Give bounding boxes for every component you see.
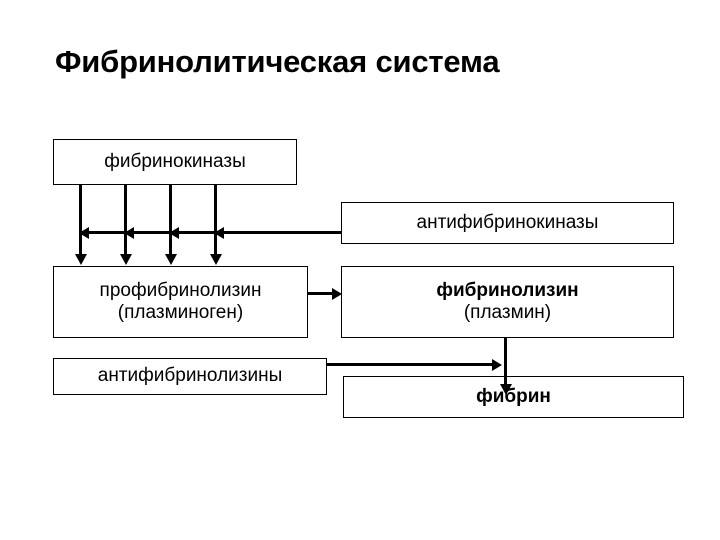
connector-antifibrinolysins-right <box>326 363 494 366</box>
connector-antifibrinokinases-left <box>80 231 341 234</box>
arrowhead-fibrinokinases-down-4 <box>209 254 222 265</box>
page-title: Фибринолитическая система <box>55 44 500 79</box>
connector-fibrinokinases-down-2 <box>124 185 127 256</box>
arrowhead-antifibrinokinases-left-1 <box>79 226 89 239</box>
connector-fibrinolysin-to-fibrin <box>504 338 507 386</box>
box-fibrinokinases[interactable]: фибринокиназы <box>53 139 297 185</box>
box-antifibrinolysins-label: антифибринолизины <box>97 365 283 387</box>
box-fibrinolysin-line1: фибринолизин <box>436 279 579 301</box>
connector-profibrinolysin-to-fibrinolysin <box>308 292 334 295</box>
box-antifibrinokinases[interactable]: антифибринокиназы <box>341 202 674 244</box>
box-profibrinolysin[interactable]: профибринолизин (плазминоген) <box>53 266 308 338</box>
arrowhead-antifibrinokinases-left-3 <box>169 226 179 239</box>
box-antifibrinolysins[interactable]: антифибринолизины <box>53 358 327 395</box>
arrowhead-antifibrinolysins-right <box>492 358 502 371</box>
arrowhead-profibrinolysin-to-fibrinolysin <box>332 287 342 300</box>
box-fibrinolysin-line2: (плазмин) <box>463 302 552 323</box>
arrowhead-antifibrinokinases-left-4 <box>214 226 224 239</box>
arrowhead-fibrinokinases-down-3 <box>164 254 177 265</box>
box-fibrin[interactable]: фибрин <box>343 376 684 418</box>
connector-fibrinokinases-down-4 <box>214 185 217 256</box>
connector-fibrinokinases-down-1 <box>79 185 82 256</box>
box-fibrinolysin[interactable]: фибринолизин (плазмин) <box>341 266 674 338</box>
connector-fibrinokinases-down-3 <box>169 185 172 256</box>
box-profibrinolysin-line2: (плазминоген) <box>117 302 244 323</box>
box-fibrin-label: фибрин <box>476 385 551 407</box>
arrowhead-fibrinokinases-down-1 <box>74 254 87 265</box>
arrowhead-antifibrinokinases-left-2 <box>124 226 134 239</box>
box-profibrinolysin-line1: профибринолизин <box>99 279 262 301</box>
arrowhead-fibrinolysin-to-fibrin <box>499 384 512 395</box>
box-fibrinokinases-label: фибринокиназы <box>104 150 246 172</box>
arrowhead-fibrinokinases-down-2 <box>119 254 132 265</box>
box-antifibrinokinases-label: антифибринокиназы <box>416 211 599 233</box>
